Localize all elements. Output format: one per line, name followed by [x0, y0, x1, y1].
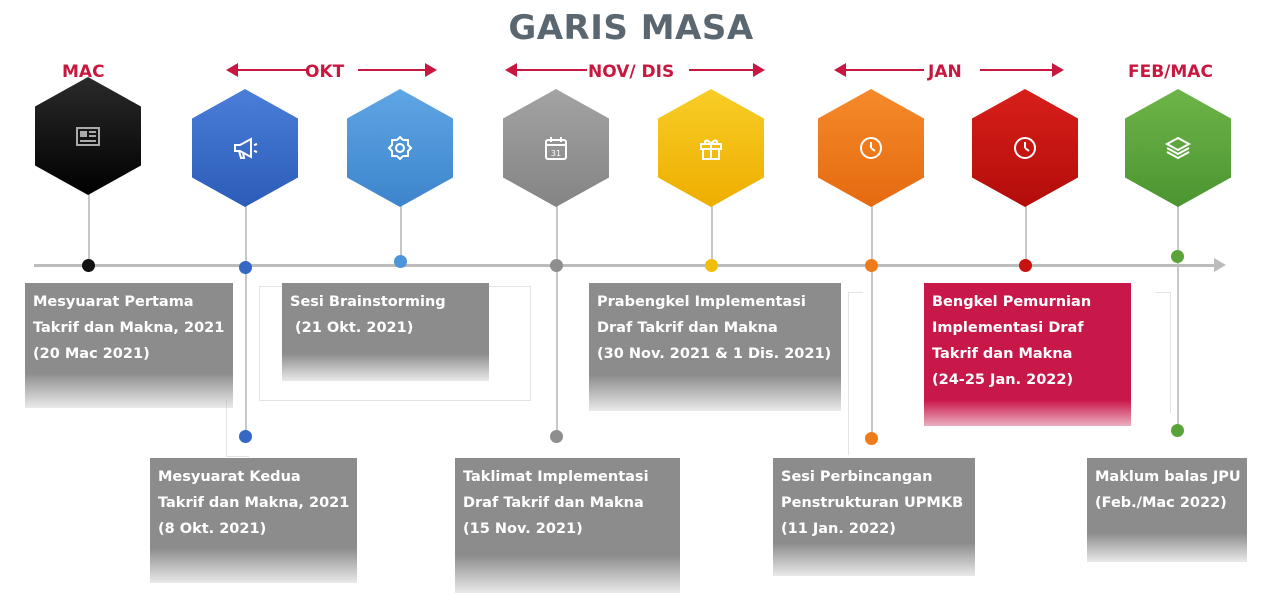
timeline-dot	[705, 259, 718, 272]
event-line: Bengkel Pemurnian	[932, 294, 1092, 310]
month-label-okt: OKT	[305, 62, 345, 82]
timeline-title: GARIS MASA	[508, 8, 754, 48]
event-line: Maklum balas JPU	[1095, 469, 1241, 485]
event-date: (8 Okt. 2021)	[158, 521, 267, 537]
event-line: Taklimat Implementasi	[463, 469, 649, 485]
event-card-maklum-balas-jpu: Maklum balas JPU (Feb./Mac 2022)	[1087, 458, 1247, 562]
month-label-feb-mac: FEB/MAC	[1128, 62, 1213, 82]
timeline-dot	[239, 261, 252, 274]
event-line: Takrif dan Makna, 2021	[33, 320, 225, 336]
calendar-icon: 31	[545, 137, 567, 160]
connector-line	[88, 180, 90, 266]
event-date: (20 Mac 2021)	[33, 346, 150, 362]
milestone-hexagon-feb-mac	[1125, 89, 1231, 207]
event-card-taklimat-implementasi: Taklimat Implementasi Draf Takrif dan Ma…	[455, 458, 680, 593]
event-card-bengkel-pemurnian: Bengkel Pemurnian Implementasi Draf Takr…	[924, 283, 1131, 426]
milestone-hexagon-nov-2	[658, 89, 764, 207]
event-line: Takrif dan Makna, 2021	[158, 495, 350, 511]
okt-range-arrow	[226, 63, 437, 77]
event-date: (15 Nov. 2021)	[463, 521, 583, 537]
card-frame	[1156, 292, 1171, 413]
newspaper-icon	[76, 127, 100, 146]
timeline-axis-arrowhead	[1214, 258, 1226, 272]
jan-range-arrow	[834, 63, 1064, 77]
event-card-mesyuarat-pertama: Mesyuarat Pertama Takrif dan Makna, 2021…	[25, 283, 233, 408]
timeline-dot	[82, 259, 95, 272]
month-label-nov-dis: NOV/ DIS	[588, 62, 675, 82]
connector-line	[711, 192, 713, 264]
event-line: Takrif dan Makna	[932, 346, 1073, 362]
event-date: (21 Okt. 2021)	[290, 320, 414, 336]
event-date: (Feb./Mac 2022)	[1095, 495, 1227, 511]
milestone-hexagon-okt-2	[347, 89, 453, 207]
milestone-hexagon-nov-1: 31	[503, 89, 609, 207]
event-line: Draf Takrif dan Makna	[597, 320, 778, 336]
timeline-dot	[1019, 259, 1032, 272]
timeline-dot	[394, 255, 407, 268]
event-line: Draf Takrif dan Makna	[463, 495, 644, 511]
timeline-dot	[1171, 424, 1184, 437]
gift-icon	[700, 139, 722, 160]
event-date: (11 Jan. 2022)	[781, 521, 896, 537]
milestone-hexagon-jan-1	[818, 89, 924, 207]
event-card-sesi-perbincangan: Sesi Perbincangan Penstrukturan UPMKB (1…	[773, 458, 975, 576]
month-label-mac: MAC	[62, 62, 105, 82]
clock-icon	[860, 137, 882, 159]
connector-line	[1025, 192, 1027, 264]
timeline-axis	[34, 264, 1218, 267]
connector-line	[556, 192, 558, 436]
timeline-dot	[550, 259, 563, 272]
event-line: Sesi Brainstorming	[290, 294, 446, 310]
megaphone-icon	[234, 137, 258, 159]
event-card-sesi-brainstorming: Sesi Brainstorming (21 Okt. 2021)	[282, 283, 489, 381]
event-line: Mesyuarat Pertama	[33, 294, 194, 310]
timeline-dot	[865, 259, 878, 272]
layers-icon	[1164, 136, 1192, 160]
timeline-dot	[1171, 250, 1184, 263]
card-frame	[848, 292, 863, 455]
timeline-dot	[865, 432, 878, 445]
milestone-hexagon-mac	[35, 77, 141, 195]
gear-icon	[387, 135, 413, 161]
event-date: (24-25 Jan. 2022)	[932, 372, 1074, 388]
connector-line	[400, 192, 402, 262]
milestone-hexagon-jan-2	[972, 89, 1078, 207]
event-date: (30 Nov. 2021 & 1 Dis. 2021)	[597, 346, 832, 362]
event-line: Mesyuarat Kedua	[158, 469, 301, 485]
svg-text:31: 31	[551, 149, 561, 158]
event-line: Prabengkel Implementasi	[597, 294, 806, 310]
card-frame	[226, 400, 249, 457]
event-line: Sesi Perbincangan	[781, 469, 933, 485]
month-label-jan: JAN	[928, 62, 962, 82]
timeline-dot	[239, 430, 252, 443]
clock-icon	[1014, 137, 1036, 159]
event-card-prabengkel-implementasi: Prabengkel Implementasi Draf Takrif dan …	[589, 283, 841, 411]
timeline-dot	[550, 430, 563, 443]
milestone-hexagon-okt-1	[192, 89, 298, 207]
nov-dis-range-arrow	[505, 63, 765, 77]
event-card-mesyuarat-kedua: Mesyuarat Kedua Takrif dan Makna, 2021 (…	[150, 458, 357, 583]
event-line: Implementasi Draf	[932, 320, 1084, 336]
connector-line	[245, 192, 247, 436]
connector-line	[871, 192, 873, 438]
connector-line	[1177, 192, 1179, 430]
event-line: Penstrukturan UPMKB	[781, 495, 964, 511]
